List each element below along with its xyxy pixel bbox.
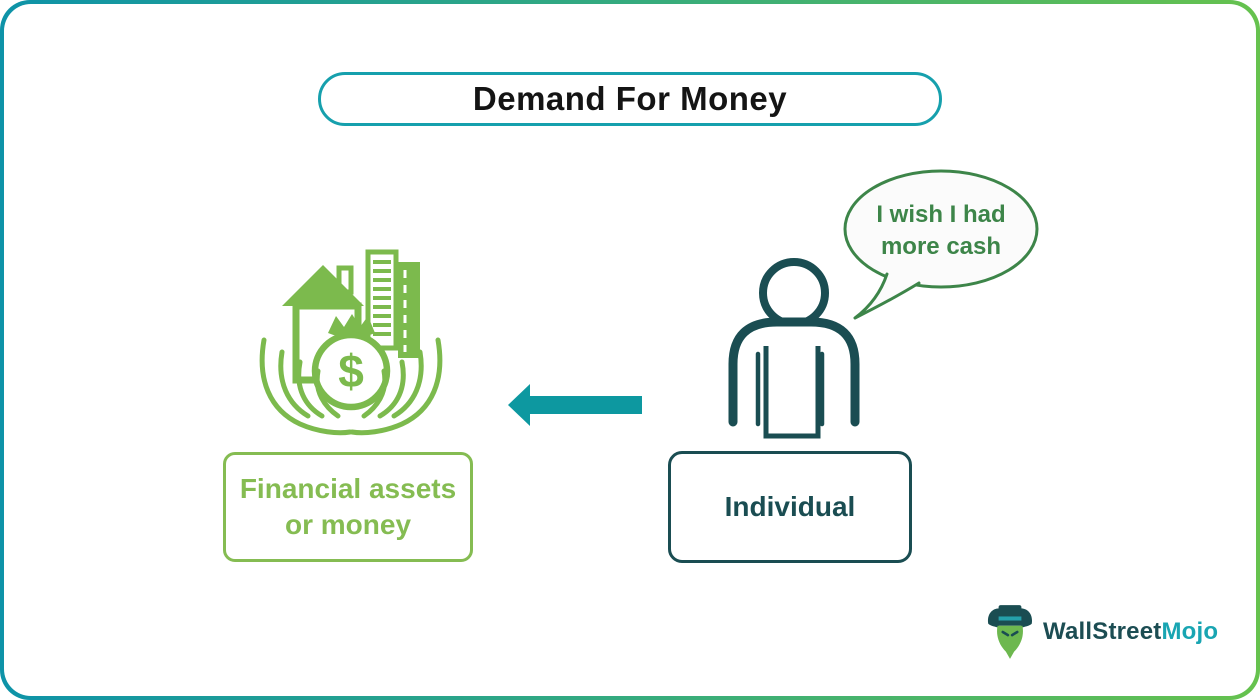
person-torso (763, 346, 821, 439)
left-arrow-shape (508, 384, 642, 426)
financial-assets-label: Financial assets or money (223, 452, 473, 562)
building-windows (373, 260, 391, 336)
person-arm-lines (755, 351, 825, 427)
title-box: Demand For Money (318, 72, 942, 126)
logo-wordmark: WallStreetMojo (1043, 618, 1218, 646)
left-arrow-icon (508, 384, 642, 426)
bull-eyes (1001, 630, 1019, 637)
money-bag (311, 331, 391, 411)
speech-bubble: I wish I had more cash (843, 169, 1039, 320)
bull-hat-brim (994, 620, 1026, 626)
financial-assets-line2: or money (284, 509, 412, 540)
dollar-sign: $ (338, 345, 364, 397)
diagram-canvas: Demand For Money I wish I had more cash (4, 4, 1256, 696)
speech-bubble-body (843, 169, 1039, 289)
wallstreetmojo-logo: WallStreetMojo (986, 600, 1218, 664)
building-solid (398, 262, 420, 358)
page-title: Demand For Money (472, 80, 788, 117)
bull-face (997, 625, 1023, 659)
person-head (759, 258, 829, 328)
speech-bubble-tail-fill (855, 274, 919, 318)
hands-holding-assets-icon: $ (259, 249, 443, 436)
bull-hat-band (998, 616, 1022, 621)
speech-bubble-line1: I wish I had (876, 201, 1005, 228)
speech-bubble-tail-outline (853, 272, 921, 320)
individual-label: Individual (668, 451, 912, 563)
individual-text: Individual (724, 491, 856, 522)
right-hand (349, 337, 443, 436)
logo-text-mojo: Mojo (1161, 618, 1219, 645)
bull-mascot-icon (987, 605, 1033, 659)
logo-text-wallstreet: WallStreet (1043, 618, 1162, 645)
person-icon (728, 258, 860, 439)
money-bag-tie (328, 314, 375, 338)
house-roof (282, 265, 364, 306)
left-hand (259, 337, 353, 436)
speech-bubble-line2: more cash (881, 233, 1001, 260)
financial-assets-line1: Financial assets (239, 473, 457, 504)
